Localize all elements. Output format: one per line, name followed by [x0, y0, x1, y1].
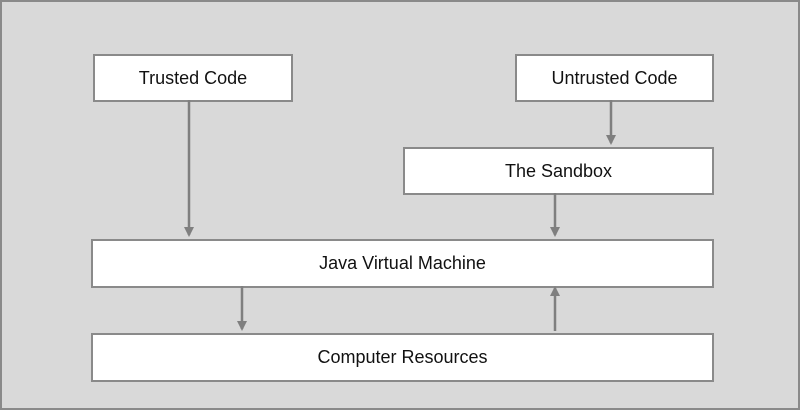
sandbox-label: The Sandbox [504, 160, 613, 181]
sandbox-box: The Sandbox [403, 147, 714, 195]
computer-resources-box: Computer Resources [91, 333, 714, 382]
computer-resources-label: Computer Resources [317, 347, 488, 367]
jvm-box: Java Virtual Machine [91, 239, 714, 288]
jvm-label: Java Virtual Machine [319, 253, 486, 273]
trusted-code-label: Trusted Code [138, 67, 248, 88]
trusted-code-box: Trusted Code [93, 54, 293, 102]
untrusted-code-label: Untrusted Code [551, 67, 678, 88]
untrusted-code-box: Untrusted Code [515, 54, 714, 102]
